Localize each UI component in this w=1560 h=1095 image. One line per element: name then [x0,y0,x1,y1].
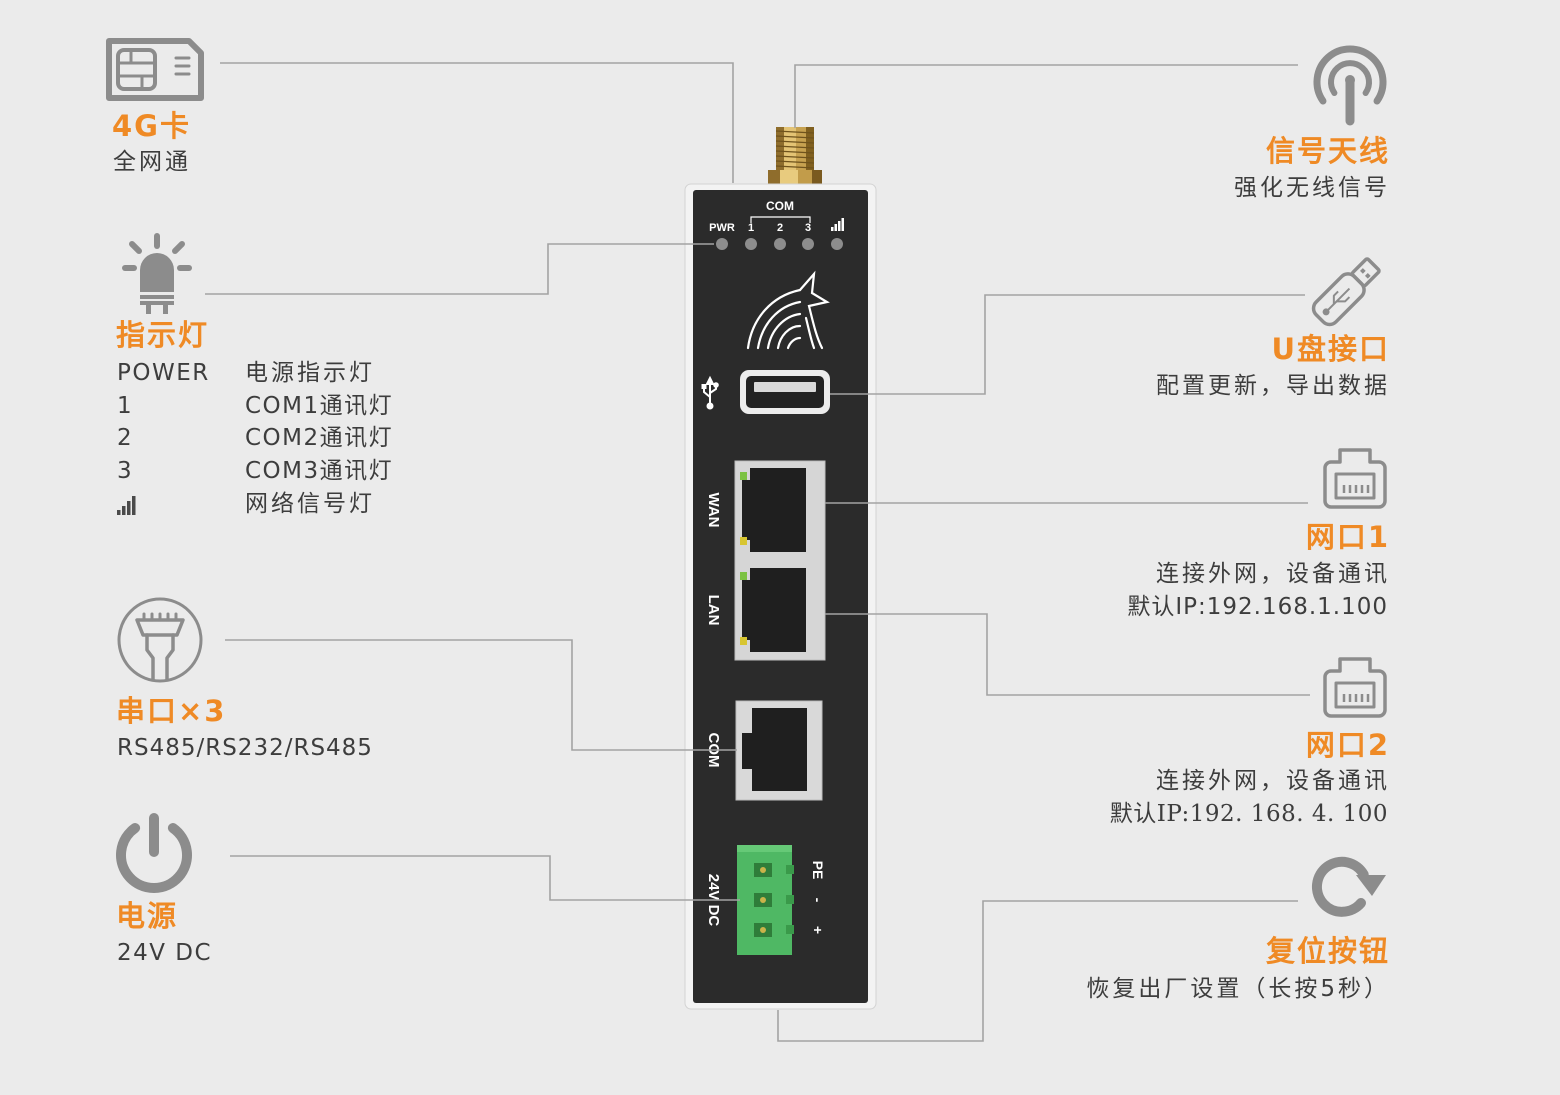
reset-subtitle: 恢复出厂设置（长按5秒） [1086,976,1390,1002]
wan-label: WAN [705,493,722,528]
terminal-label-minus: - [810,898,826,903]
lan1-description: 连接外网，设备通讯 [1156,561,1390,587]
signal-bars-icon [831,218,844,231]
connector-line-antenna [794,64,1298,128]
power-terminal-block [737,845,794,955]
com-port [735,700,823,801]
indicator-key-2: 2 [117,425,134,451]
lan1-title: 网口1 [1305,520,1390,554]
usb-subtitle: 配置更新，导出数据 [1156,373,1390,399]
led-label-3: 3 [805,222,811,234]
led-com2 [774,238,786,250]
indicator-desc-signal: 网络信号灯 [245,491,375,517]
indicator-desc-2: COM2通讯灯 [245,425,394,451]
sim-title: 4G卡 [112,109,191,143]
lan2-title: 网口2 [1305,728,1390,762]
usb-symbol-icon [701,375,719,410]
serial-port-icon [117,597,203,683]
led-com1 [745,238,757,250]
ethernet-port-block [734,460,826,661]
indicator-desc-3: COM3通讯灯 [245,458,394,484]
indicator-key-3: 3 [117,458,134,484]
wan-port [740,468,806,552]
ethernet-port-icon [1323,657,1387,718]
antenna-connector [768,127,822,189]
connector-line-usb [830,294,1305,395]
power-subtitle: 24V DC [117,940,213,966]
sim-card-icon [106,38,204,101]
com-group-bracket [750,216,811,223]
fingerprint-logo-icon [746,270,830,350]
connector-line-lan2 [825,613,1310,696]
indicator-key-1: 1 [117,393,134,419]
antenna-subtitle: 强化无线信号 [1234,175,1390,201]
power-title: 电源 [116,899,179,933]
usb-title: U盘接口 [1271,332,1390,366]
connector-line-power [230,855,740,901]
signal-bars-icon [117,496,136,515]
connector-line-serial [225,639,737,751]
serial-title: 串口×3 [116,694,227,728]
led-pwr [716,238,728,250]
device: COM PWR 1 2 3 [684,127,877,1010]
led-signal [831,238,843,250]
lan2-description: 连接外网，设备通讯 [1156,768,1390,794]
antenna-icon [1313,45,1387,126]
indicator-title: 指示灯 [116,318,210,352]
connector-line-reset [777,900,1298,1042]
power-icon [116,813,192,893]
usb-port [740,370,830,414]
indicator-desc-1: COM1通讯灯 [245,393,394,419]
antenna-title: 信号天线 [1265,134,1390,168]
led-label-1: 1 [748,222,754,234]
lan2-default-ip: 默认IP:192. 168. 4. 100 [1109,801,1388,827]
ethernet-port-icon [1323,448,1387,509]
led-label-2: 2 [777,222,783,234]
lan1-default-ip: 默认IP:192.168.1.100 [1127,594,1388,620]
com-group-label: COM [766,199,794,213]
reset-icon [1311,856,1386,917]
led-label-pwr: PWR [709,222,735,234]
serial-subtitle: RS485/RS232/RS485 [117,735,373,761]
indicator-desc-power: 电源指示灯 [245,360,375,386]
led-com3 [802,238,814,250]
connector-line-indicator [205,243,714,295]
terminal-label-pe: PE [810,861,826,880]
light-bulb-icon [122,233,192,314]
sim-subtitle: 全网通 [113,149,191,175]
connector-line-sim [220,62,734,183]
reset-title: 复位按钮 [1265,934,1390,968]
terminal-label-plus: + [810,926,826,934]
indicator-key-power: POWER [117,360,210,386]
lan-port [740,568,806,652]
lan-label: LAN [705,595,722,626]
usb-drive-icon [1311,257,1381,327]
